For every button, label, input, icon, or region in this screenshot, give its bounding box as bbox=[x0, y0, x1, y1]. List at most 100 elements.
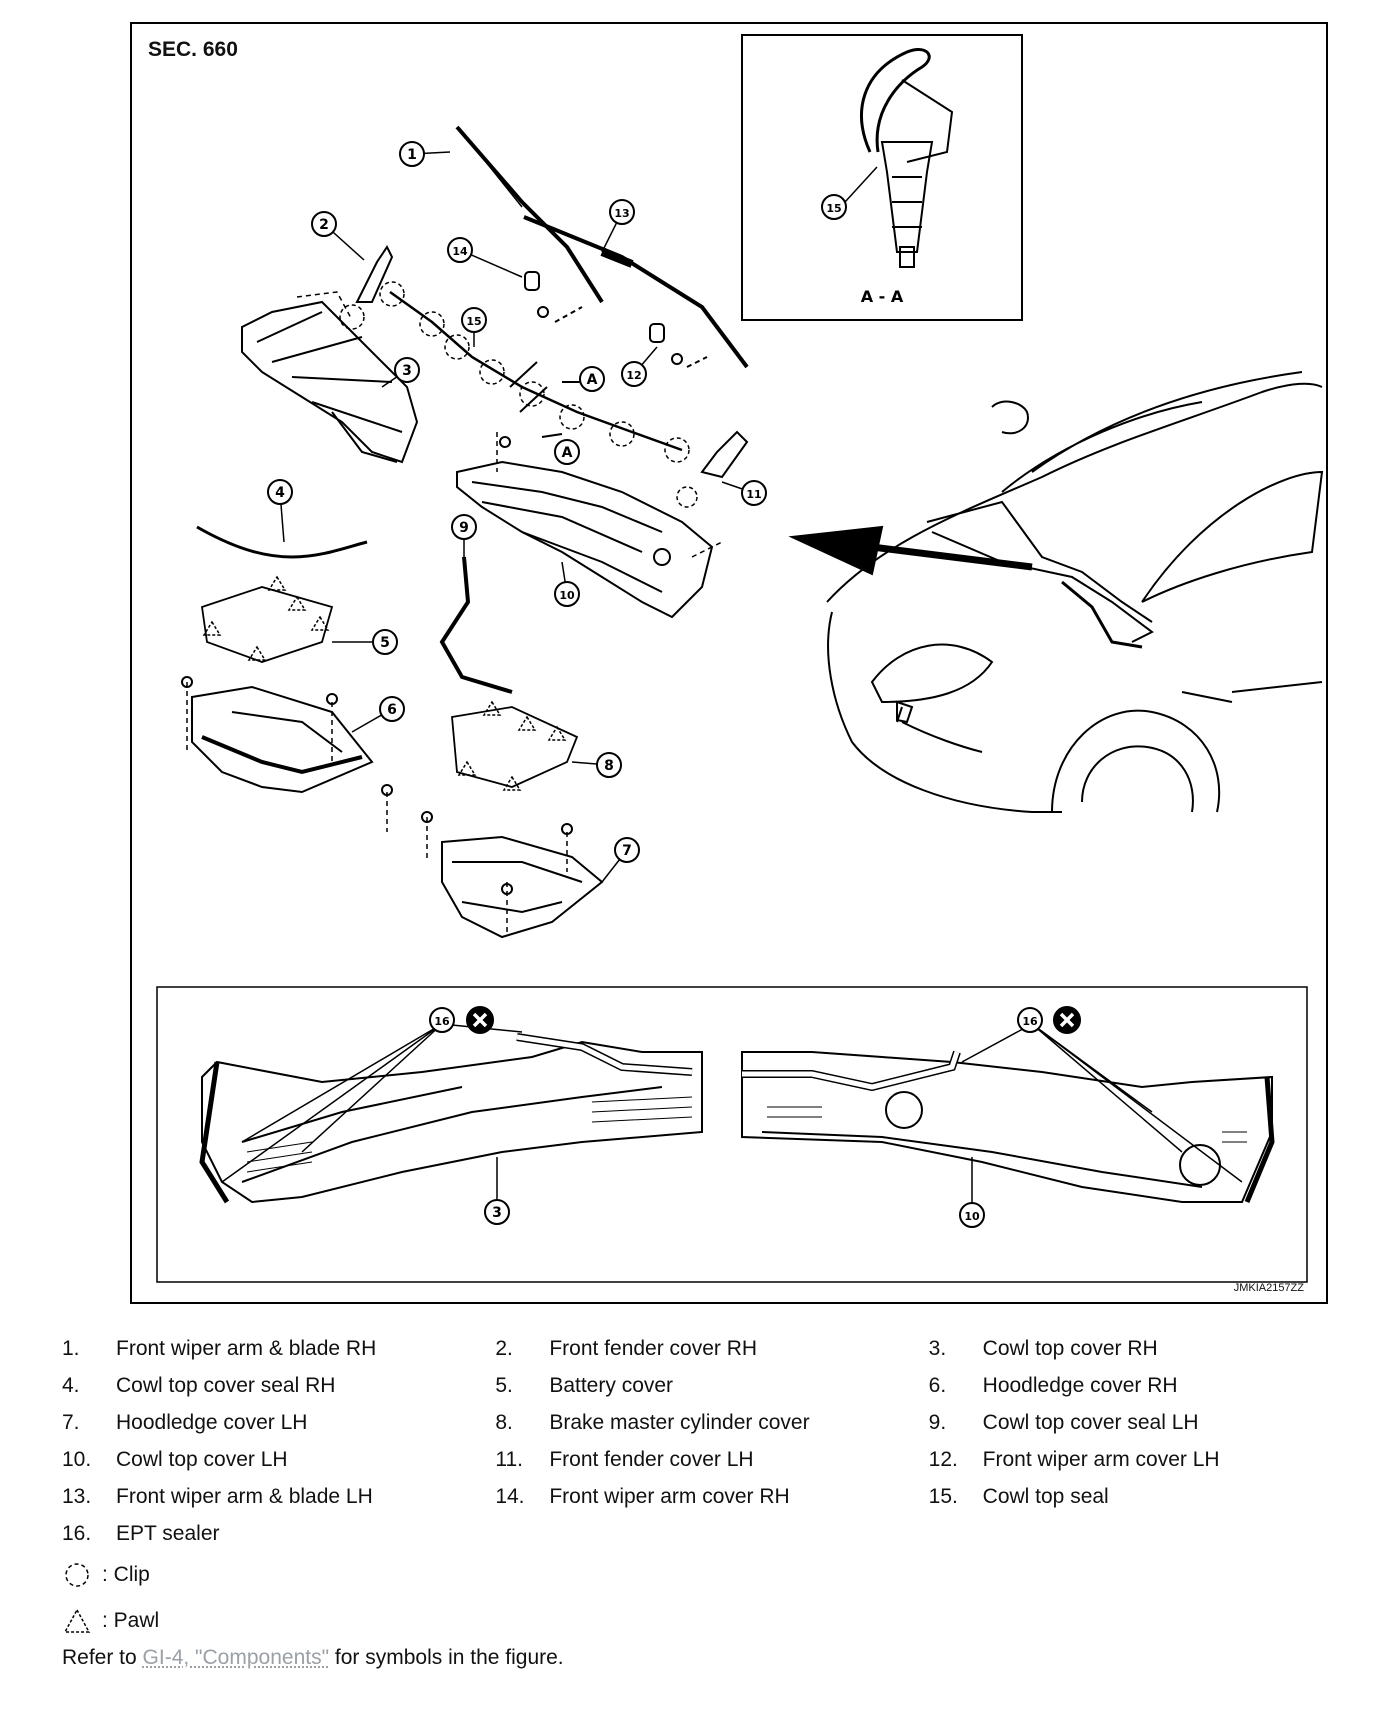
cowl-top-seal bbox=[379, 281, 690, 463]
legend-item-text: EPT sealer bbox=[116, 1521, 220, 1545]
callout-number: 10 bbox=[964, 1210, 980, 1223]
callout-circle bbox=[461, 307, 487, 333]
section-marker-label: A bbox=[562, 445, 573, 461]
callout-number: 8 bbox=[604, 758, 614, 774]
callout-number: 7 bbox=[622, 843, 632, 859]
callout-circle bbox=[311, 211, 337, 237]
legend-item: 5.Battery cover bbox=[495, 1374, 928, 1398]
callout-circle bbox=[621, 361, 647, 387]
callout-number: 14 bbox=[452, 245, 468, 258]
callout-number: 15 bbox=[466, 315, 481, 328]
legend-item-text: Brake master cylinder cover bbox=[549, 1410, 810, 1434]
legend-item: 3. Cowl top cover RH bbox=[929, 1337, 1362, 1361]
callout-number: 16 bbox=[1022, 1015, 1038, 1028]
legend-item-number: 7. bbox=[62, 1410, 80, 1434]
symbol-label-pawl: : Pawl bbox=[102, 1609, 160, 1632]
cowl-top-cover-seal-rh bbox=[196, 525, 368, 559]
legend-item-number: 2. bbox=[495, 1336, 513, 1360]
symbol-row-pawl: : Pawl bbox=[62, 1598, 1362, 1644]
legend-row: 13. Front wiper arm & blade LH 14. Front wi… bbox=[62, 1478, 1362, 1515]
legend-item: 14. Front wiper arm cover RH bbox=[495, 1485, 928, 1509]
cowl-top-cover-lh bbox=[456, 432, 723, 619]
section-marker-label: A bbox=[587, 372, 598, 388]
legend-item-number: 16. bbox=[62, 1521, 92, 1545]
callout-number: 1 bbox=[407, 147, 417, 163]
components-reference-link[interactable]: GI-4, "Components" bbox=[142, 1646, 330, 1669]
figure-id: JMKIA2157ZZ bbox=[1233, 1282, 1304, 1294]
callout-circle bbox=[596, 752, 622, 778]
callout-circle bbox=[1017, 1007, 1043, 1033]
callout-number: 12 bbox=[626, 369, 641, 382]
callout-leader bbox=[844, 166, 878, 203]
legend-item-text: Cowl top seal bbox=[982, 1484, 1109, 1508]
callout-number: 13 bbox=[614, 207, 629, 220]
legend-item-number: 14. bbox=[495, 1484, 525, 1508]
legend-item-text: Front fender cover LH bbox=[549, 1447, 754, 1471]
legend-item-text: Front wiper arm & blade LH bbox=[116, 1484, 373, 1508]
callout-circle bbox=[447, 237, 473, 263]
legend-item: 9.Cowl top cover seal LH bbox=[929, 1411, 1362, 1435]
symbol-label-clip: : Clip bbox=[102, 1563, 150, 1586]
legend-item-text: Front fender cover RH bbox=[549, 1336, 758, 1360]
legend-item-number: 8. bbox=[495, 1410, 513, 1434]
wiper-arm-lh bbox=[523, 215, 749, 369]
legend-item-number: 10. bbox=[62, 1447, 92, 1471]
legend-item-text: Front wiper arm cover RH bbox=[549, 1484, 790, 1508]
legend-item: 10. Cowl top cover LH bbox=[62, 1448, 495, 1472]
legend-item-text: Cowl top cover RH bbox=[982, 1336, 1158, 1360]
callout-circle bbox=[614, 837, 640, 863]
callout-circle bbox=[554, 581, 580, 607]
callout-circle bbox=[267, 479, 293, 505]
section-marker bbox=[579, 366, 605, 392]
section-view-inset bbox=[741, 34, 1023, 321]
callout-circle bbox=[741, 480, 767, 506]
figure-frame: SEC. 660 bbox=[130, 22, 1328, 1304]
legend-item-number: 3. bbox=[928, 1336, 947, 1360]
hoodledge-cover-rh bbox=[181, 676, 393, 832]
callout-number: 2 bbox=[319, 217, 329, 233]
section-marker bbox=[554, 439, 580, 465]
legend-item-number: 6. bbox=[928, 1373, 947, 1397]
legend-item-text: Cowl top cover LH bbox=[116, 1447, 288, 1471]
callout-number: 3 bbox=[492, 1205, 502, 1221]
legend-item: 8. Brake master cylinder cover bbox=[495, 1411, 928, 1435]
reference-note: Refer to GI-4, "Components" for symbols … bbox=[62, 1646, 1362, 1670]
legend-item: 4.Cowl top cover seal RH bbox=[62, 1374, 495, 1398]
callout-circle bbox=[451, 514, 477, 540]
front-fender-cover-rh bbox=[339, 245, 394, 330]
legend-item-number: 13. bbox=[62, 1484, 92, 1508]
clip-symbol-icon bbox=[65, 1563, 89, 1587]
callout-circle bbox=[372, 629, 398, 655]
legend-item: 6.Hoodledge cover RH bbox=[929, 1374, 1362, 1398]
reference-prefix: Refer to bbox=[62, 1646, 143, 1669]
callout-number: 5 bbox=[380, 635, 390, 651]
legend-item-text: Cowl top cover seal RH bbox=[116, 1373, 336, 1397]
callout-circle bbox=[484, 1199, 510, 1225]
location-arrow bbox=[788, 525, 1033, 576]
pawl-symbol-icon bbox=[63, 1608, 91, 1633]
hoodledge-cover-lh bbox=[421, 811, 604, 939]
callout-circle bbox=[399, 141, 425, 167]
callout-circle bbox=[429, 1007, 455, 1033]
front-fender-cover-lh bbox=[676, 430, 749, 508]
legend-item-number: 9. bbox=[928, 1410, 947, 1434]
legend-item: 16. EPT sealer bbox=[62, 1522, 510, 1546]
legend-item: 1.Front wiper arm & blade RH bbox=[62, 1337, 495, 1361]
legend-item-number: 12. bbox=[928, 1447, 958, 1471]
callout-number: 16 bbox=[434, 1015, 450, 1028]
callout-number: 6 bbox=[387, 702, 397, 718]
callout-number: 4 bbox=[275, 485, 285, 501]
vehicle-sketch bbox=[826, 371, 1324, 813]
brake-master-cylinder-cover bbox=[451, 700, 579, 791]
cowl-top-cover-seal-lh bbox=[439, 556, 513, 694]
legend-item: 12.Front wiper arm cover LH bbox=[929, 1448, 1362, 1472]
cowl-top-cover-rh bbox=[241, 291, 419, 464]
legend-item-text: Front wiper arm & blade RH bbox=[116, 1336, 377, 1360]
